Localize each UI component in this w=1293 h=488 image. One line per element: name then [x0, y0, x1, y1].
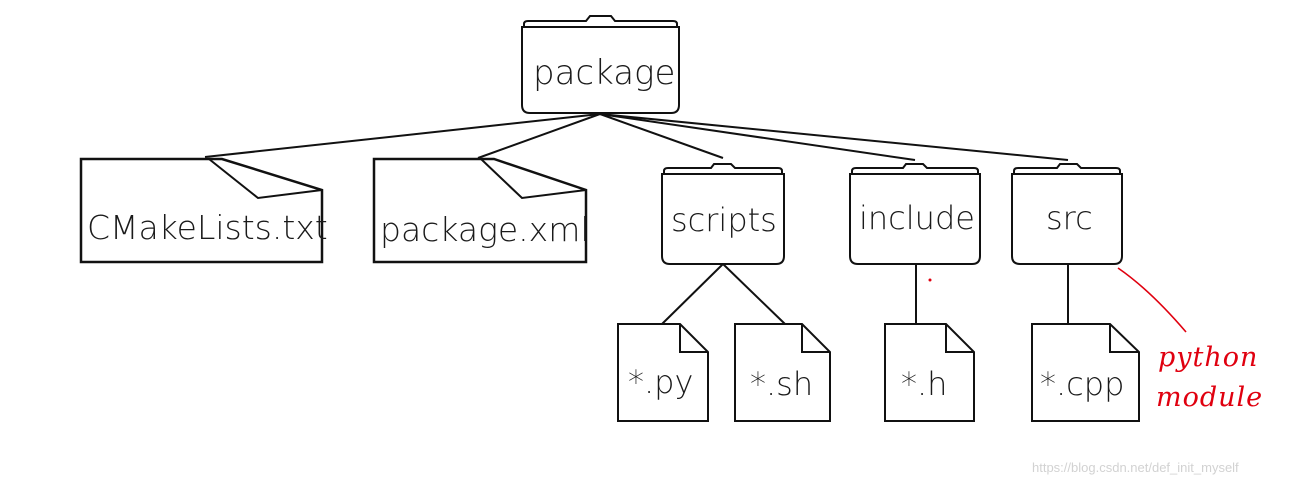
h-file-icon[interactable]: [884, 323, 975, 422]
cpp-file-icon[interactable]: [1031, 323, 1140, 422]
py-file-icon[interactable]: [617, 323, 709, 422]
src-folder-icon[interactable]: [1011, 163, 1123, 265]
root-connectors: [204, 113, 1069, 161]
annotation-dot: [928, 278, 932, 282]
root-label: package: [533, 53, 676, 93]
scripts-folder-icon[interactable]: [661, 163, 785, 265]
annotation-module: module: [1156, 382, 1264, 413]
include-folder-icon[interactable]: [849, 163, 981, 265]
scripts-label: scripts: [671, 201, 777, 239]
cpp-file-label: *.cpp: [1040, 365, 1125, 403]
root-folder-icon[interactable]: [521, 15, 680, 114]
h-file-label: *.h: [901, 365, 948, 403]
watermark: https://blog.csdn.net/def_init_myself: [1032, 460, 1239, 475]
sh-file-icon[interactable]: [734, 323, 831, 422]
package-xml-file-icon[interactable]: [372, 157, 588, 264]
include-label: include: [859, 199, 975, 237]
cmakelists-label: CMakeLists.txt: [87, 208, 328, 247]
package-xml-label: package.xml: [380, 210, 590, 249]
py-file-label: *.py: [628, 363, 694, 401]
annotation-python: python: [1158, 342, 1259, 373]
file-connectors: [661, 263, 1069, 325]
annotation-arrow-stroke: [1117, 267, 1187, 333]
sh-file-label: *.sh: [750, 365, 814, 403]
src-label: src: [1046, 199, 1093, 237]
cmakelists-file-icon[interactable]: [79, 157, 324, 264]
